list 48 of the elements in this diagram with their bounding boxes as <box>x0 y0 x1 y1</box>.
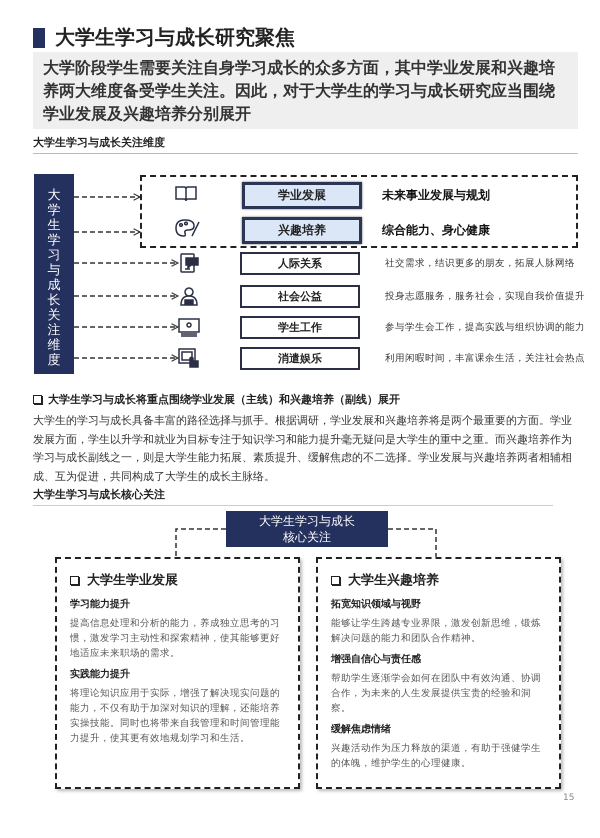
body-text: 能够让学生跨越专业界限，激发创新思维，锻炼解决问题的能力和团队合作精神。 <box>331 617 542 646</box>
dimension-bar: 大学生学习与成长关注维度 <box>34 174 74 374</box>
card-heading: 大学生学业发展 <box>87 572 179 589</box>
connector-line <box>388 528 437 557</box>
body-paragraph: 大学生的学习与成长具备丰富的路径选择与抓手。根据调研，学业发展和兴趣培养将是两个最重要的方面。学业发展方面，学生以升学和就业为目标专注于知识学习和能力提升毫无疑问是大学生的重中之重。而兴趣培养作为学习与成长副线之一，则是大学生能力拓展、素质提升、缓解焦虑的不二选择。学业发展与兴趣培养两者相辅相成、互为促进，共同构成了大学生的成长主脉络。 <box>33 413 573 484</box>
card-heading: 大学生兴趣培养 <box>348 572 440 589</box>
category-box: 人际关系 <box>240 252 360 275</box>
arrow <box>74 259 179 267</box>
chat-icon <box>178 253 200 273</box>
description-text: 社交需求，结识更多的朋友，拓展人脉网络 <box>385 257 575 271</box>
dashed-frame <box>140 175 578 248</box>
category-box: 兴趣培养 <box>242 217 362 244</box>
subheading: 增强自信心与责任感 <box>331 652 422 666</box>
tablet-touch-icon <box>178 348 200 368</box>
presentation-icon <box>178 317 200 337</box>
dashed-card <box>316 557 561 789</box>
description-text: 利用闲暇时间，丰富课余生活，关注社会热点 <box>385 352 585 366</box>
topic-banner: 大学生学习与成长核心关注 <box>226 511 388 547</box>
body-text: 将理论知识应用于实际，增强了解决现实问题的能力，不仅有助于加深对知识的理解，还能培养实操技能。同时也将带来自我管理和时间管理能力提升，使其更有效地规划学习和生活。 <box>70 687 281 746</box>
description-text: 参与学生会工作，提高实践与组织协调的能力 <box>385 321 585 335</box>
subheading: 拓宽知识领域与视野 <box>331 597 422 611</box>
page-title: 大学生学习与成长研究聚焦 <box>55 24 295 51</box>
description-text: 综合能力、身心健康 <box>382 222 490 239</box>
body-text: 兴趣活动作为压力释放的渠道，有助于强健学生的体魄，维护学生的心理健康。 <box>331 742 542 771</box>
subheading: 缓解焦虑情绪 <box>331 722 392 736</box>
arrow <box>74 228 141 236</box>
category-box: 消遣娱乐 <box>240 347 360 370</box>
arrow <box>74 323 179 331</box>
description-text: 未来事业发展与规划 <box>382 187 490 204</box>
body-text: 提高信息处理和分析的能力，养成独立思考的习惯，激发学习主动性和探索精神，使其能够更好地适应未来职场的需求。 <box>70 617 281 661</box>
subheading: 学习能力提升 <box>70 598 131 611</box>
bullet-heading: 大学生学习与成长将重点围绕学业发展（主线）和兴趣培养（副线）展开 <box>48 392 400 407</box>
connector-line <box>175 528 226 557</box>
arrow <box>74 193 141 201</box>
dashed-card <box>55 557 300 789</box>
arrow <box>74 354 179 362</box>
subheading: 实践能力提升 <box>70 667 131 681</box>
description-text: 投身志愿服务，服务社会，实现自我价值提升 <box>385 290 585 304</box>
section-heading: 大学生学习与成长关注维度 <box>33 135 165 150</box>
category-box: 学生工作 <box>240 316 360 339</box>
arrow <box>74 292 179 300</box>
body-text: 帮助学生逐渐学会如何在团队中有效沟通、协调合作，为未来的人生发展提供宝贵的经验和洞察。 <box>331 672 542 716</box>
section-heading: 大学生学习与成长核心关注 <box>33 487 165 502</box>
category-box: 学业发展 <box>242 182 362 209</box>
category-box: 社会公益 <box>240 285 360 308</box>
page-number: 15 <box>563 793 574 803</box>
intro-paragraph: 大学阶段学生需要关注自身学习成长的众多方面，其中学业发展和兴趣培养两大维度备受学生关注。因此，对于大学生的学习与成长研究应当围绕学业发展及兴趣培养分别展开 <box>33 52 578 129</box>
person-at-laptop-icon <box>178 286 200 306</box>
